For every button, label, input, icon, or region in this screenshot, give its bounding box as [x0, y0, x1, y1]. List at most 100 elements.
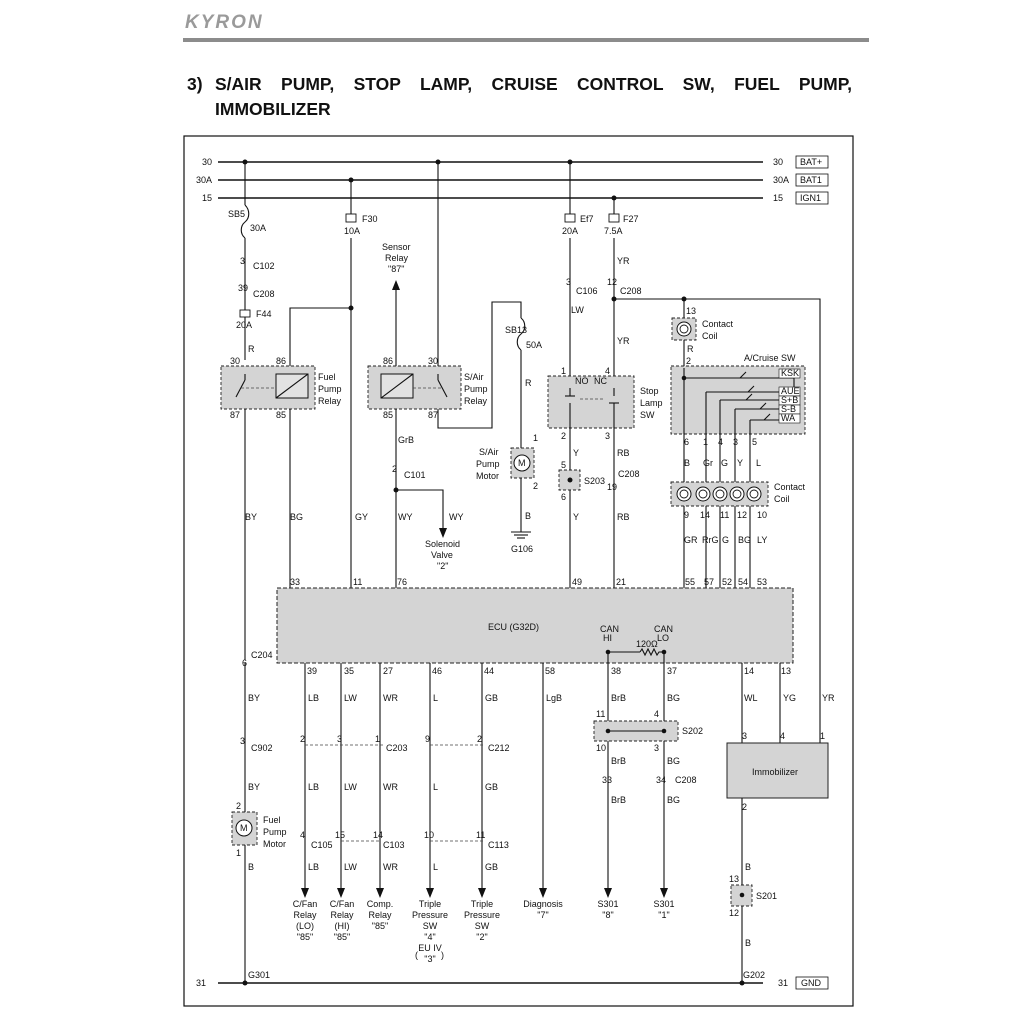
pin-label: 30	[428, 356, 438, 366]
sair-motor-label-3: Motor	[476, 471, 499, 481]
pin-label: 15	[335, 830, 345, 840]
connector-c103: C103	[383, 840, 405, 850]
sensor-relay-output: Sensor Relay "87"	[382, 242, 411, 366]
cruise-wire-g: G	[721, 458, 728, 468]
brand-logo: KYRON	[185, 12, 264, 33]
pin-label: 3	[240, 736, 245, 746]
rail-tag-bat-plus: BAT+	[800, 157, 822, 167]
pin-label: 34	[656, 775, 666, 785]
rail-15: 15 15 IGN1	[202, 191, 829, 205]
wire-color-l-3: L	[433, 862, 438, 872]
contact-coil-top-label-2: Coil	[702, 331, 718, 341]
pin-label: 87	[428, 410, 438, 420]
pin-label: 12	[729, 908, 739, 918]
fuse-f27-name: F27	[623, 214, 639, 224]
pin-label: 1	[533, 433, 538, 443]
connector-c204: C204	[251, 650, 273, 660]
header-rule	[183, 38, 869, 42]
pin-label: 12	[737, 510, 747, 520]
pin-label: 3	[654, 743, 659, 753]
ecu-pin-55: 55	[685, 577, 695, 587]
dest-cfan-hi-4: "85"	[334, 932, 350, 942]
splice-s202: 11 4 10 3 S202	[593, 709, 703, 753]
destination-cfan-hi: C/Fan Relay (HI) "85"	[330, 899, 355, 942]
ecu-pin-76: 76	[397, 577, 407, 587]
destination-cfan-lo: C/Fan Relay (LO) "85"	[293, 899, 318, 942]
splice-s201-label: S201	[756, 891, 777, 901]
splice-s203-label: S203	[584, 476, 605, 486]
can-lo-label-2: LO	[657, 633, 669, 643]
connector-c208-bottom: C208	[675, 775, 697, 785]
pin-label: 9	[425, 734, 430, 744]
acruise-sw-label: A/Cruise SW	[744, 353, 796, 363]
resistor-label: 120Ω	[636, 639, 658, 649]
wire-color-lw-4: LW	[344, 862, 357, 872]
fuel-pump-relay: 30 86 87 85 Fuel Pump Relay	[220, 356, 342, 420]
wire-color-lgb: LgB	[546, 693, 562, 703]
immobilizer-module: Immobilizer 3 4 1 2	[726, 731, 829, 812]
ecu-pin-21: 21	[616, 577, 626, 587]
sair-motor-label-2: Pump	[476, 459, 500, 469]
dest-diag-1: Diagnosis	[523, 899, 563, 909]
ecu-pin-52: 52	[722, 577, 732, 587]
dest-comp-1: Comp.	[367, 899, 394, 909]
fuse-sb5-name: SB5	[228, 209, 245, 219]
cruise-wire-ly: LY	[757, 535, 767, 545]
pin-label: 14	[700, 510, 710, 520]
wire-color-lb-2: LB	[308, 782, 319, 792]
wire-color-bg: BG	[290, 512, 303, 522]
pin-label: 12	[607, 277, 617, 287]
sensor-relay-label-1: Sensor	[382, 242, 411, 252]
connector-c105: C105	[311, 840, 333, 850]
fuel-pump-relay-label-1: Fuel	[318, 372, 336, 382]
can-lo-label-1: CAN	[654, 624, 673, 634]
fuse-f30: F30 10A	[344, 180, 378, 236]
connector-c106: C106	[576, 286, 598, 296]
dest-triple4-2: Pressure	[412, 910, 448, 920]
wire-color-b: B	[525, 511, 531, 521]
fuse-f44-rating: 20A	[236, 320, 252, 330]
pin-label: 6	[684, 437, 689, 447]
rail-30a-left-label: 30A	[196, 175, 212, 185]
ecu-pin-49: 49	[572, 577, 582, 587]
wire-color-yr: YR	[617, 256, 630, 266]
ecu-pin-46: 46	[432, 666, 442, 676]
rail-15-right-label: 15	[773, 193, 783, 203]
wire-color-y: Y	[573, 448, 579, 458]
dest-cfan-hi-3: (HI)	[335, 921, 350, 931]
cruise-wire-gr: Gr	[703, 458, 713, 468]
stop-lamp-switch: 1 4 NO NC 2 3 Stop Lamp SW	[547, 366, 663, 441]
wire-color-bg-4: BG	[667, 795, 680, 805]
pin-label: 85	[383, 410, 393, 420]
pin-label: 2	[742, 802, 747, 812]
sensor-relay-label-3: "87"	[388, 264, 404, 274]
ecu-pin-39: 39	[307, 666, 317, 676]
pin-label: 85	[276, 410, 286, 420]
pin-label: 2	[300, 734, 305, 744]
dest-triple2-2: Pressure	[464, 910, 500, 920]
fuse-f30-rating: 10A	[344, 226, 360, 236]
ecu-pin-35: 35	[344, 666, 354, 676]
diagram-frame	[183, 135, 854, 1007]
pin-label: 2	[392, 464, 397, 474]
pin-label: 2	[686, 356, 691, 366]
ground-g106-label: G106	[511, 544, 533, 554]
ecu-pin-14: 14	[744, 666, 754, 676]
sair-pump-relay: 86 30 85 87 S/Air Pump Relay	[367, 356, 488, 420]
fuse-sb13: SB13 50A	[505, 317, 542, 351]
pin-label: 11	[476, 830, 485, 840]
sair-pump-motor: M 1 2 S/Air Pump Motor	[476, 433, 538, 491]
connector-c102: C102	[253, 261, 275, 271]
wire-color-y-2: Y	[573, 512, 579, 522]
pin-label: 30	[230, 356, 240, 366]
pin-label: 86	[383, 356, 393, 366]
dest-diag-2: "7"	[537, 910, 548, 920]
dest-s301-1-1: S301	[653, 899, 674, 909]
cruise-wire-rrg: RrG	[702, 535, 719, 545]
destination-comp-relay: Comp. Relay "85"	[367, 899, 394, 931]
wire-color-b-2: B	[248, 862, 254, 872]
wire-color-by-2: BY	[248, 693, 260, 703]
rail-30: 30 30 BAT+	[202, 155, 829, 169]
ecu-pin-13: 13	[781, 666, 791, 676]
wire-color-l: L	[433, 693, 438, 703]
